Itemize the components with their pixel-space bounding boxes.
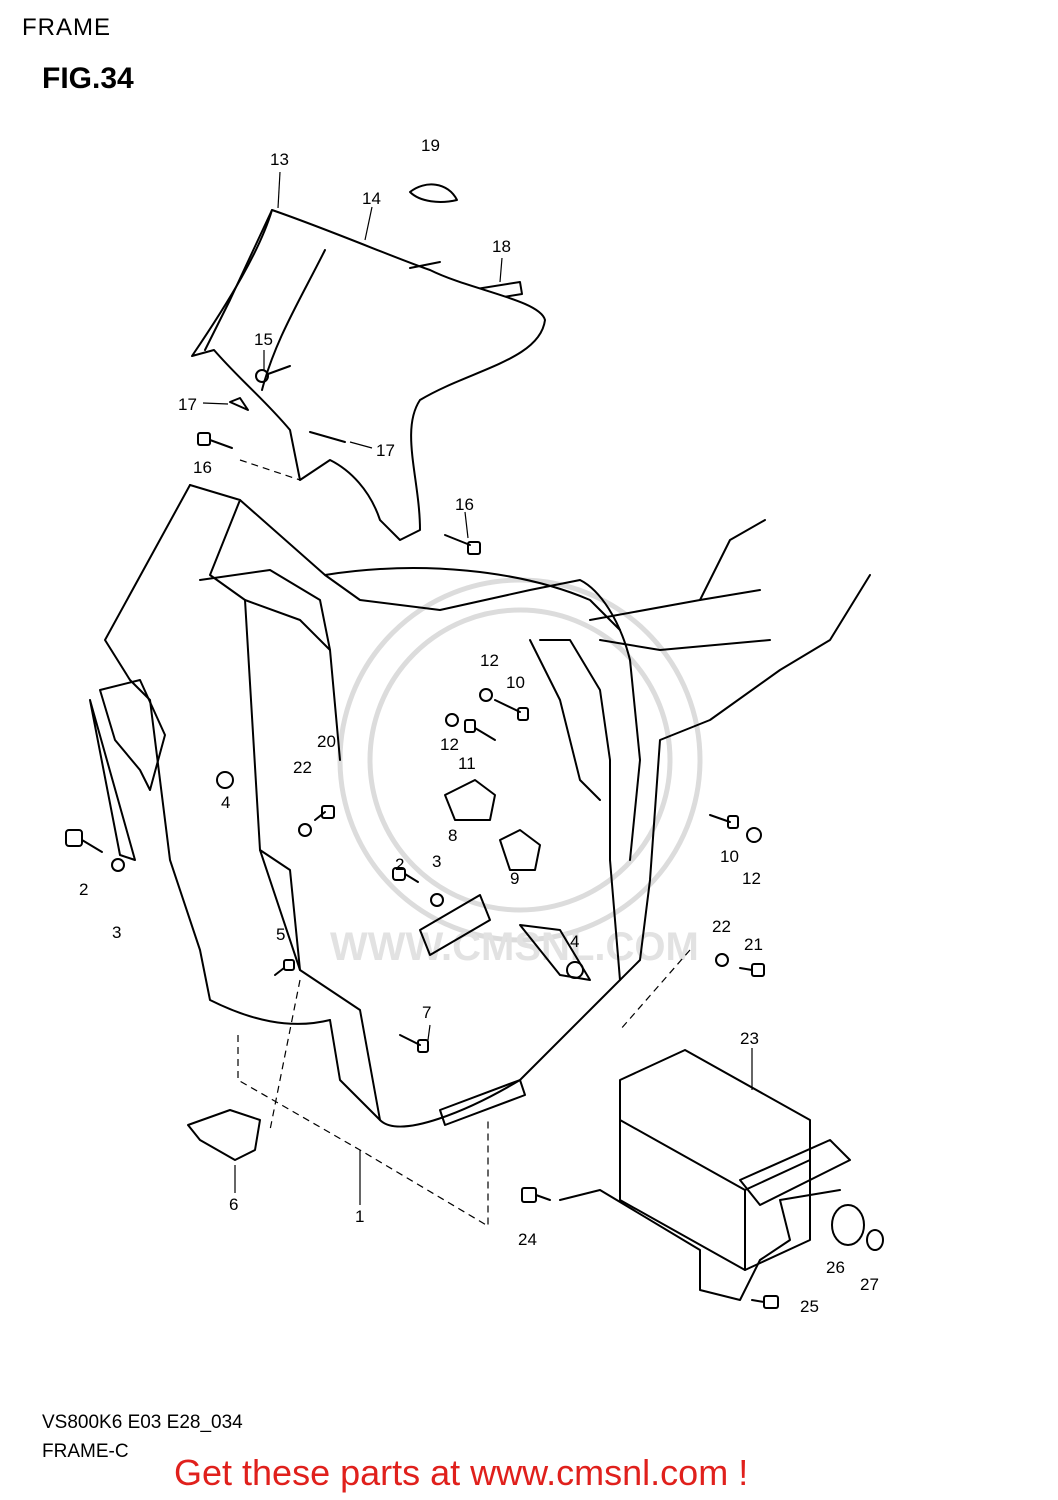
callout-23: 23 — [740, 1029, 759, 1048]
bolt-part-7 — [399, 1034, 429, 1053]
bolt-part-5 — [274, 959, 295, 976]
screw-part-15 — [255, 365, 291, 383]
callout-14: 14 — [362, 189, 381, 208]
bracket-part-9 — [499, 829, 541, 871]
collar-part-27 — [866, 1229, 884, 1251]
clip-part-17 — [229, 397, 249, 411]
callout-13: 13 — [270, 150, 289, 169]
bolt-part-16 — [197, 432, 233, 449]
callout-8: 8 — [448, 826, 457, 845]
battery-box-part-23 — [619, 1049, 811, 1191]
clip-part-17b — [309, 431, 346, 443]
bolt-part-16b — [444, 534, 481, 555]
washer-part-22b — [715, 953, 729, 967]
callout-26: 26 — [826, 1258, 845, 1277]
callout-15: 15 — [254, 330, 273, 349]
callout-17b: 17 — [376, 441, 395, 460]
damper-part-26 — [831, 1204, 865, 1246]
bolt-part-20 — [314, 805, 335, 821]
section-title: FRAME — [22, 14, 111, 41]
bracket-part-8 — [444, 779, 496, 821]
callout-18: 18 — [492, 237, 511, 256]
dashed-outline — [237, 1035, 489, 1228]
washer-part-22 — [298, 823, 312, 837]
callout-19: 19 — [421, 136, 440, 155]
callout-3: 3 — [112, 923, 121, 942]
frame-cover-part-13-14 — [191, 209, 546, 541]
callout-10b: 10 — [720, 847, 739, 866]
leader-lines — [202, 171, 753, 1205]
bolt-part-2b — [392, 867, 419, 883]
figure-number: FIG.34 — [42, 62, 134, 95]
bolt-part-24 — [521, 1187, 551, 1203]
callout-25: 25 — [800, 1297, 819, 1316]
callout-12: 12 — [480, 651, 499, 670]
callout-21: 21 — [744, 935, 763, 954]
nut-part-12b — [445, 713, 459, 727]
watermark: WWW.CMSNL.COM — [330, 577, 703, 969]
promo-link[interactable]: Get these parts at www.cmsnl.com ! — [174, 1452, 749, 1493]
callout-16b: 16 — [455, 495, 474, 514]
nut-part-4 — [216, 771, 234, 789]
callout-17: 17 — [178, 395, 197, 414]
callout-24: 24 — [518, 1230, 537, 1249]
callout-4b: 4 — [570, 932, 579, 951]
nut-part-12c — [746, 827, 762, 843]
callout-27: 27 — [860, 1275, 879, 1294]
frame-variant: FRAME-C — [42, 1441, 129, 1462]
cap-part-19 — [409, 183, 458, 203]
callout-16: 16 — [193, 458, 212, 477]
bolt-part-11 — [464, 719, 496, 741]
callout-3b: 3 — [432, 852, 441, 871]
bolt-part-2 — [65, 829, 103, 853]
callout-22b: 22 — [712, 917, 731, 936]
callout-1: 1 — [355, 1207, 364, 1226]
callout-10: 10 — [506, 673, 525, 692]
callout-labels: 1 2 2 3 3 4 4 5 6 7 8 9 10 10 11 12 12 1… — [79, 136, 879, 1316]
model-code: VS800K6 E03 E28_034 — [42, 1412, 243, 1433]
nut-part-12 — [479, 688, 493, 702]
callout-4: 4 — [221, 793, 230, 812]
bolt-part-10b — [709, 814, 739, 829]
callout-11: 11 — [458, 754, 476, 773]
nut-part-4b — [566, 961, 584, 979]
callout-5: 5 — [276, 925, 285, 944]
callout-12b: 12 — [440, 735, 459, 754]
bolt-part-21 — [739, 963, 765, 977]
plate-left — [99, 679, 166, 791]
callout-6: 6 — [229, 1195, 238, 1214]
washer-part-3 — [111, 858, 125, 872]
nut-part-3b — [430, 893, 444, 907]
bolt-part-10 — [494, 699, 529, 721]
callout-20: 20 — [317, 732, 336, 751]
callout-22: 22 — [293, 758, 312, 777]
bolt-part-25 — [751, 1295, 779, 1309]
callout-2b: 2 — [395, 855, 404, 874]
callout-9: 9 — [510, 869, 519, 888]
bracket-part-6 — [187, 1109, 261, 1161]
callout-12c: 12 — [742, 869, 761, 888]
callout-2: 2 — [79, 880, 88, 899]
callout-7: 7 — [422, 1003, 431, 1022]
